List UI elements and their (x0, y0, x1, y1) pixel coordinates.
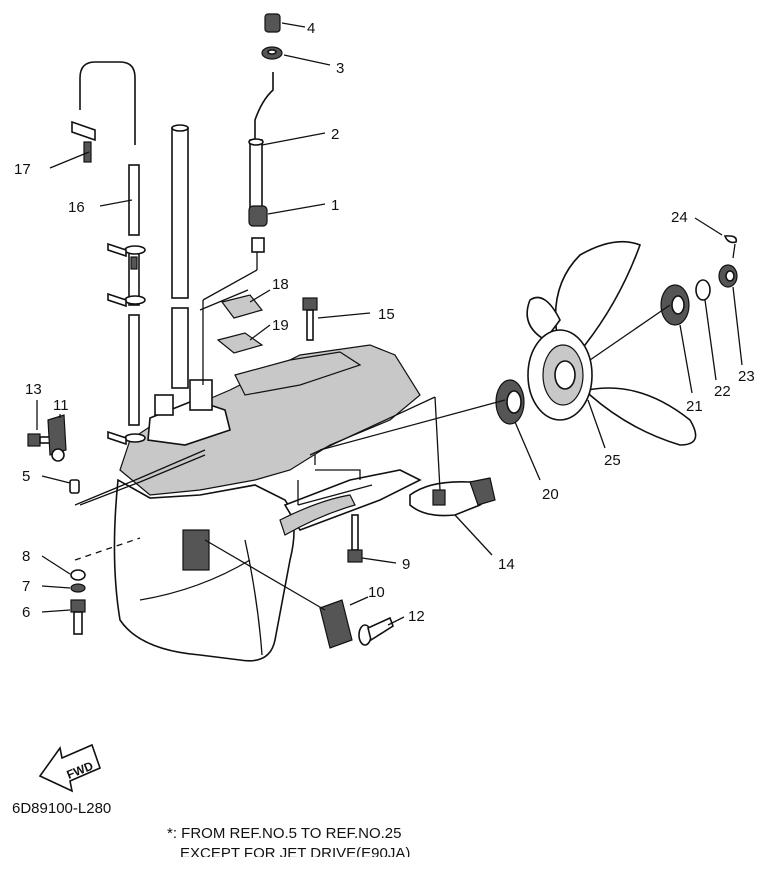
part-12-screw (358, 616, 394, 646)
part-25-propeller (526, 240, 697, 446)
callout-14: 14 (498, 556, 515, 573)
callout-13: 13 (25, 381, 42, 398)
callout-11: 11 (53, 397, 69, 414)
note-line-2: EXCEPT FOR JET DRIVE(E90JA) (180, 845, 411, 857)
part-1-grommet (202, 205, 268, 385)
callout-16: 16 (68, 199, 85, 216)
callout-21: 21 (686, 398, 703, 415)
callout-18: 18 (272, 276, 289, 293)
part-6-bolt (70, 599, 86, 635)
callout-1: 1 (331, 197, 339, 214)
callout-2: 2 (331, 126, 339, 143)
part-2-water-pipe (248, 72, 274, 211)
callout-22: 22 (714, 383, 731, 400)
part-10-anode (319, 599, 353, 649)
note-line-1: *: FROM REF.NO.5 TO REF.NO.25 (167, 825, 402, 842)
drive-shaft-tube (171, 124, 189, 389)
part-11-anode (47, 414, 67, 462)
part-5-pin (69, 479, 80, 494)
callout-15: 15 (378, 306, 395, 323)
part-13-bolt (27, 433, 55, 447)
hose-clips (107, 242, 146, 446)
callout-7: 7 (22, 578, 30, 595)
callout-9: 9 (402, 556, 410, 573)
callout-24: 24 (671, 209, 688, 226)
part-24-cotter-pin (723, 235, 738, 259)
callout-25: 25 (604, 452, 621, 469)
callout-6: 6 (22, 604, 30, 621)
part-3-washer (261, 46, 283, 60)
callout-4: 4 (307, 20, 315, 37)
callout-20: 20 (542, 486, 559, 503)
part-20-spacer (495, 379, 525, 425)
callout-10: 10 (368, 584, 385, 601)
fwd-arrow-icon: FWD (38, 743, 101, 793)
callout-8: 8 (22, 548, 30, 565)
callout-3: 3 (336, 60, 344, 77)
callout-12: 12 (408, 608, 425, 625)
part-15-bolt (302, 297, 318, 341)
callout-19: 19 (272, 317, 289, 334)
part-21-spacer (660, 284, 690, 326)
callout-labels: 4 3 2 1 17 16 18 19 15 13 11 5 8 7 6 9 1… (14, 20, 755, 625)
callout-leaders (36, 22, 743, 626)
part-14-trim-tab (409, 477, 496, 517)
callout-5: 5 (22, 468, 30, 485)
part-16-hose (71, 61, 140, 426)
part-4-grommet (264, 13, 281, 33)
part-8-washer (70, 569, 86, 581)
part-19-plate (199, 289, 264, 354)
callout-17: 17 (14, 161, 31, 178)
callout-23: 23 (738, 368, 755, 385)
diagram-id: 6D89100-L280 (12, 800, 112, 817)
assembly-lines (74, 304, 671, 611)
part-7-washer (70, 583, 86, 593)
lower-casing (113, 344, 422, 662)
part-23-nut (718, 264, 738, 288)
part-22-washer (695, 279, 711, 301)
part-9-bolt (347, 514, 363, 563)
